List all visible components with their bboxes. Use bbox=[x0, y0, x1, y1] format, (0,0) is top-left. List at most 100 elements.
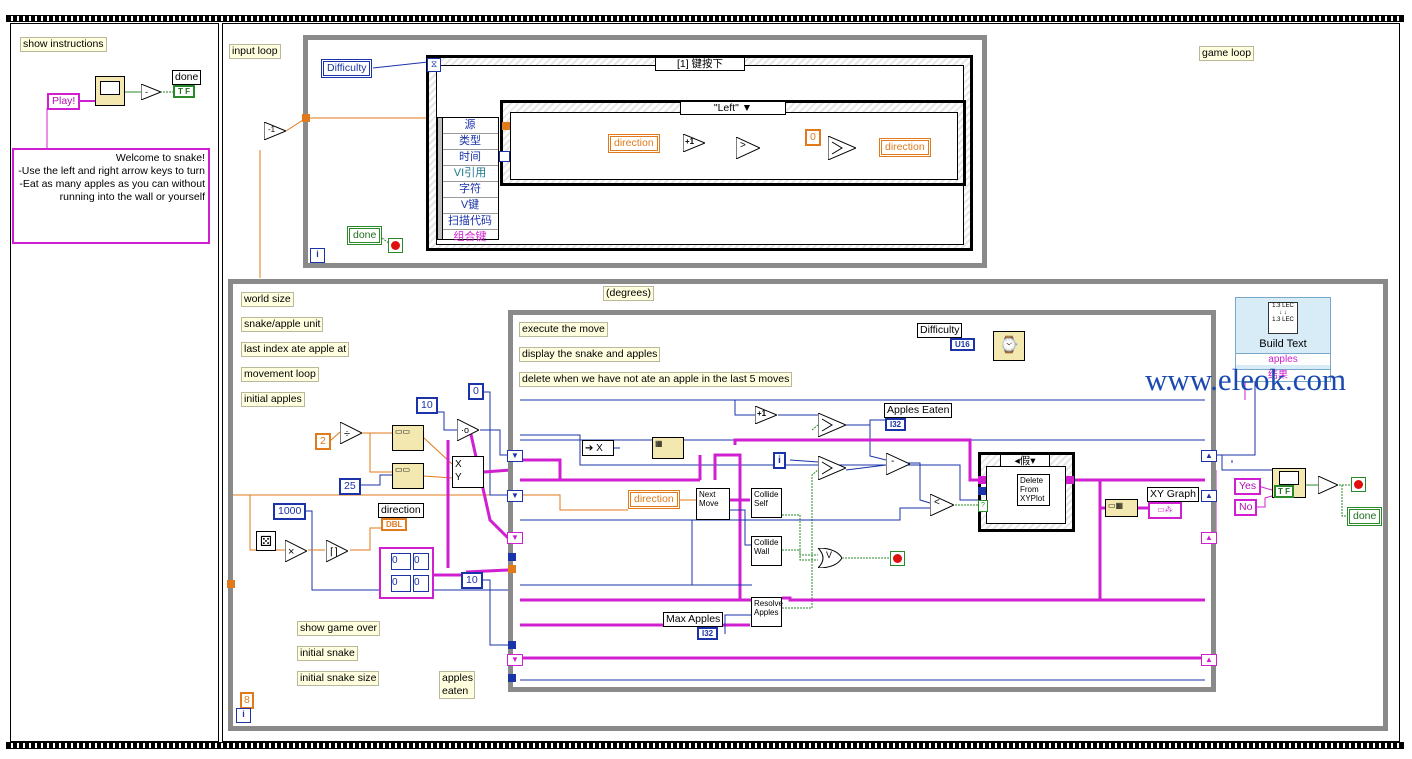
watermark-text: www.eleok.com bbox=[1145, 362, 1347, 397]
resolve-apples-subvi[interactable]: Resolve Apples bbox=[751, 597, 783, 627]
difficulty-control-input[interactable]: Difficulty bbox=[321, 59, 373, 78]
build-text-icon: 1.3 LEC↓ ↓1.3 LEC bbox=[1268, 302, 1298, 334]
decrement-icon-input[interactable]: -1 bbox=[264, 122, 286, 140]
build-array-icon-bottom[interactable]: ▭▭ bbox=[392, 463, 424, 489]
last-index-comment: last index ate apple at bbox=[241, 342, 350, 357]
zero-constant-top[interactable]: 0 bbox=[468, 383, 484, 400]
array-value-3[interactable]: 0 bbox=[413, 575, 429, 592]
no-string-constant[interactable]: No bbox=[1234, 499, 1258, 516]
wait-ms-icon[interactable]: ⌚ bbox=[993, 331, 1025, 361]
yes-string-constant[interactable]: Yes bbox=[1234, 478, 1262, 495]
multiply-icon[interactable]: × bbox=[285, 540, 307, 562]
done-local-write[interactable]: done bbox=[1347, 507, 1383, 526]
array-value-0[interactable]: 0 bbox=[391, 553, 411, 570]
less-than-icon[interactable]: < bbox=[930, 494, 954, 516]
zero-constant-input[interactable]: 0 bbox=[805, 129, 821, 146]
eight-constant[interactable]: 8 bbox=[240, 692, 254, 709]
display-snake-comment: display the snake and apples bbox=[519, 347, 661, 362]
subtract-icon[interactable]: - bbox=[886, 453, 910, 475]
random-number-icon[interactable]: ⚄ bbox=[256, 531, 276, 551]
max-apples-control[interactable]: I32 bbox=[697, 627, 719, 640]
delete-case-tunnel-in bbox=[978, 476, 986, 484]
collide-wall-subvi[interactable]: Collide Wall bbox=[751, 536, 782, 566]
direction-local-read-game[interactable]: direction bbox=[628, 490, 680, 509]
round-to-infinity-icon[interactable]: ⌈⌉ bbox=[326, 540, 348, 562]
shift-register-right-2: ▲ bbox=[1201, 490, 1217, 502]
stop-terminal-movement bbox=[890, 551, 905, 566]
build-text-apples: apples bbox=[1236, 353, 1330, 365]
play-string-constant[interactable]: Play! bbox=[47, 93, 81, 110]
bundle-xy-node[interactable]: X Y bbox=[452, 456, 484, 488]
delete-case-tunnel-blue bbox=[978, 487, 986, 495]
delete-case-selector[interactable]: ◂假▾ bbox=[1000, 454, 1050, 467]
index-array-icon[interactable]: ▦ bbox=[652, 437, 684, 459]
event-field-time: 时间 bbox=[442, 150, 498, 166]
array-value-1[interactable]: 0 bbox=[413, 553, 429, 570]
ten-constant-top[interactable]: 10 bbox=[416, 397, 438, 414]
shift-register-left-4: ▼ bbox=[507, 654, 523, 666]
event-field-type: 类型 bbox=[442, 134, 498, 150]
build-cluster-array-icon[interactable]: ▭▦ bbox=[1105, 499, 1138, 517]
build-text-result: 结果 bbox=[1235, 369, 1331, 382]
svg-text:·o: ·o bbox=[461, 425, 469, 435]
done-local-read[interactable]: done bbox=[347, 226, 383, 245]
welcome-text-constant[interactable]: Welcome to snake! -Use the left and righ… bbox=[12, 148, 210, 244]
iteration-terminal-game: i bbox=[236, 708, 251, 723]
build-text-express-vi[interactable]: 1.3 LEC↓ ↓1.3 LEC Build Text apples bbox=[1235, 297, 1331, 371]
divide-icon[interactable]: ÷ bbox=[340, 422, 362, 444]
max-apples-label: Max Apples bbox=[663, 612, 724, 627]
not-icon[interactable]: - bbox=[141, 84, 161, 100]
build-array-icon-top[interactable]: ▭▭ bbox=[392, 425, 424, 451]
round-icon[interactable]: ·o bbox=[457, 419, 479, 441]
svg-text:⌈⌉: ⌈⌉ bbox=[330, 547, 338, 558]
shift-register-right-3: ▲ bbox=[1201, 532, 1217, 544]
event-field-char: 字符 bbox=[442, 182, 498, 198]
ten-constant-bottom[interactable]: 10 bbox=[461, 572, 483, 589]
two-constant[interactable]: 2 bbox=[315, 433, 331, 450]
unbundle-x-node[interactable]: ➔ X bbox=[582, 440, 614, 456]
direction-local-write[interactable]: direction bbox=[879, 138, 931, 157]
not-icon-right[interactable] bbox=[1318, 476, 1338, 494]
event-field-scancode: 扫描代码 bbox=[442, 214, 498, 230]
direction-label: direction bbox=[378, 503, 424, 518]
dialog-icon[interactable] bbox=[95, 76, 125, 106]
select-icon-input[interactable] bbox=[828, 136, 856, 160]
xy-graph-terminal: ▭⁂ bbox=[1148, 502, 1182, 519]
greater-than-icon[interactable]: > bbox=[736, 137, 760, 159]
direction-local-read[interactable]: direction bbox=[608, 134, 660, 153]
delete-from-xyplot-subvi[interactable]: Delete From XYPlot bbox=[1017, 474, 1050, 506]
or-icon[interactable]: V bbox=[818, 548, 842, 568]
increment-icon-game[interactable]: +1 bbox=[755, 406, 777, 424]
direction-dbl-indicator: DBL bbox=[381, 518, 408, 531]
thousand-constant[interactable]: 1000 bbox=[273, 503, 307, 520]
input-loop-comment: input loop bbox=[229, 44, 281, 59]
delete-case-tunnel-out bbox=[1066, 476, 1074, 484]
movement-loop-comment: movement loop bbox=[241, 367, 319, 382]
filmstrip-top bbox=[6, 15, 1404, 22]
select-icon-game-1[interactable] bbox=[818, 413, 846, 437]
world-size-comment: world size bbox=[241, 292, 294, 307]
increment-icon-input[interactable]: +1 bbox=[683, 134, 705, 152]
game-loop-comment: game loop bbox=[1199, 46, 1255, 61]
twentyfive-constant[interactable]: 25 bbox=[339, 478, 361, 495]
apples-eaten-indicator: I32 bbox=[885, 418, 907, 431]
iteration-constant-game[interactable]: i bbox=[773, 452, 786, 469]
event-case-selector[interactable]: [1] 键按下 bbox=[655, 57, 745, 71]
left-case-selector[interactable]: "Left" ▼ bbox=[680, 101, 786, 115]
snake-array-constant[interactable]: 0 0 0 0 bbox=[379, 547, 434, 599]
tunnel-left-blue-1 bbox=[508, 553, 516, 561]
shift-register-left-1: ▼ bbox=[507, 450, 523, 462]
initial-apples-comment: initial apples bbox=[241, 392, 305, 407]
tf-indicator-right: T F bbox=[1274, 485, 1294, 498]
case-selector-terminal-2: ? bbox=[978, 500, 988, 512]
select-icon-game-2[interactable] bbox=[818, 456, 846, 480]
next-move-subvi[interactable]: Next Move bbox=[696, 488, 730, 520]
welcome-line-2: -Use the left and right arrow keys to tu… bbox=[18, 165, 205, 177]
collide-self-subvi[interactable]: Collide Self bbox=[751, 488, 782, 518]
show-game-over-comment: show game over bbox=[297, 621, 381, 636]
initial-snake-size-comment: initial snake size bbox=[297, 671, 380, 686]
game-loop-tunnel-left bbox=[227, 580, 235, 588]
execute-move-comment: execute the move bbox=[519, 322, 608, 337]
show-instructions-comment: show instructions bbox=[20, 37, 107, 52]
array-value-2[interactable]: 0 bbox=[391, 575, 411, 592]
